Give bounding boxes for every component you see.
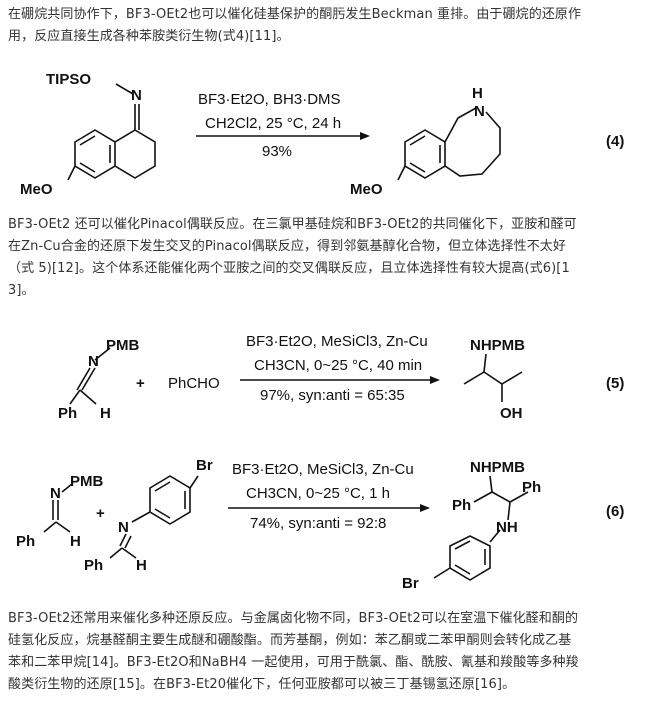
reaction-scheme-5: N PMB Ph H + PhCHO BF3·Et2O, MeSiCl3, Zn… <box>58 333 624 422</box>
reaction-scheme-4: TIPSO N MeO BF3·Et2O, BH3·DMS CH2Cl2, 25… <box>20 71 624 198</box>
nhpmb-label: NHPMB <box>470 459 525 476</box>
paragraph-line: BF3-OEt2还常用来催化多种还原反应。与金属卤化物不同，BF3-OEt2可以… <box>8 611 579 626</box>
paragraph-line: 在Zn-Cu合金的还原下发生交叉的Pinacol偶联反应，得到邻氨基醇化合物，但… <box>8 239 567 254</box>
amine-h-label: H <box>472 85 483 102</box>
phenyl-label: Ph <box>522 479 541 496</box>
paragraph-line: 在硼烷共同协作下，BF3-OEt2也可以催化硅基保护的酮肟发生Beckman 重… <box>8 7 582 22</box>
plus-sign: + <box>136 375 145 392</box>
arrow-head <box>360 132 370 140</box>
methoxy-label: MeO <box>350 181 383 198</box>
paragraph-line: 苯和二苯甲烷[14]。BF3-Et2O和NaBH4 一起使用，可用于酰氯、酯、酰… <box>8 655 579 670</box>
yield-text: 74%, syn:anti = 92:8 <box>250 515 386 532</box>
imine2-n-label: N <box>118 519 129 536</box>
benzaldehyde-label: PhCHO <box>168 375 220 392</box>
reaction-scheme-6: N PMB Ph H + Br N Ph H BF3·Et2O, MeSiCl3… <box>16 457 624 592</box>
equation-number: (6) <box>606 503 624 520</box>
phenyl-label: Ph <box>84 557 103 574</box>
bromine-label: Br <box>196 457 213 474</box>
amine-n-label: N <box>474 103 485 120</box>
bromophenyl-imine-structure <box>109 475 199 559</box>
imine-structure <box>43 483 73 533</box>
solvent-text: CH3CN, 0~25 °C, 1 h <box>246 485 390 502</box>
paragraph-line: 3]。 <box>8 283 35 298</box>
reagents-text: BF3·Et2O, MeSiCl3, Zn-Cu <box>232 461 414 478</box>
arrow-head <box>420 504 430 512</box>
phenyl-label: Ph <box>16 533 35 550</box>
pmb-label: PMB <box>106 337 140 354</box>
paragraph-line: 酸类衍生物的还原[15]。在BF3-Et20催化下，任何亚胺都可以被三丁基锡氢还… <box>8 677 516 692</box>
diamine-structure <box>433 475 529 581</box>
solvent-text: CH2Cl2, 25 °C, 24 h <box>205 115 341 132</box>
pmb-label: PMB <box>70 473 104 490</box>
hydrogen-label: H <box>70 533 81 550</box>
bromine-label: Br <box>402 575 419 592</box>
imine-n-label: N <box>88 353 99 370</box>
methoxy-label: MeO <box>20 181 53 198</box>
reagents-text: BF3·Et2O, MeSiCl3, Zn-Cu <box>246 333 428 350</box>
hydrogen-label: H <box>100 405 111 422</box>
tips-label: TIPSO <box>46 71 91 88</box>
imine-structure <box>69 347 111 405</box>
equation-number: (5) <box>606 375 624 392</box>
hydroxyl-label: OH <box>500 405 523 422</box>
equation-number: (4) <box>606 133 624 150</box>
nhpmb-label: NHPMB <box>470 337 525 354</box>
nh-label: NH <box>496 519 518 536</box>
paragraph-3: BF3-OEt2还常用来催化多种还原反应。与金属卤化物不同，BF3-OEt2可以… <box>8 608 644 696</box>
solvent-text: CH3CN, 0~25 °C, 40 min <box>254 357 422 374</box>
oxime-n-label: N <box>131 87 142 104</box>
benzazepine-structure <box>397 107 501 181</box>
yield-text: 93% <box>262 143 292 160</box>
amino-alcohol-structure <box>463 353 523 402</box>
paragraph-1: 在硼烷共同协作下，BF3-OEt2也可以催化硅基保护的酮肟发生Beckman 重… <box>8 4 644 48</box>
plus-sign: + <box>96 505 105 522</box>
imine-n-label: N <box>50 485 61 502</box>
paragraph-2: BF3-OEt2 还可以催化Pinacol偶联反应。在三氯甲基硅烷和BF3-OE… <box>8 214 644 302</box>
paragraph-line: （式 5)[12]。这个体系还能催化两个亚胺之间的交叉偶联反应，且立体选择性有较… <box>8 261 570 276</box>
yield-text: 97%, syn:anti = 65:35 <box>260 387 405 404</box>
arrow-head <box>430 376 440 384</box>
paragraph-line: 硅氢化反应，烷基醛酮主要生成醚和硼酸酯。而芳基酮，例如：苯乙酮或二苯甲酮则会转化… <box>8 633 572 648</box>
hydrogen-label: H <box>136 557 147 574</box>
phenyl-label: Ph <box>58 405 77 422</box>
reagents-text: BF3·Et2O, BH3·DMS <box>198 91 341 108</box>
paragraph-line: 用，反应直接生成各种苯胺类衍生物(式4)[11]。 <box>8 29 290 44</box>
phenyl-label: Ph <box>452 497 471 514</box>
tetralone-oxime-structure <box>67 83 156 181</box>
paragraph-line: BF3-OEt2 还可以催化Pinacol偶联反应。在三氯甲基硅烷和BF3-OE… <box>8 217 577 232</box>
